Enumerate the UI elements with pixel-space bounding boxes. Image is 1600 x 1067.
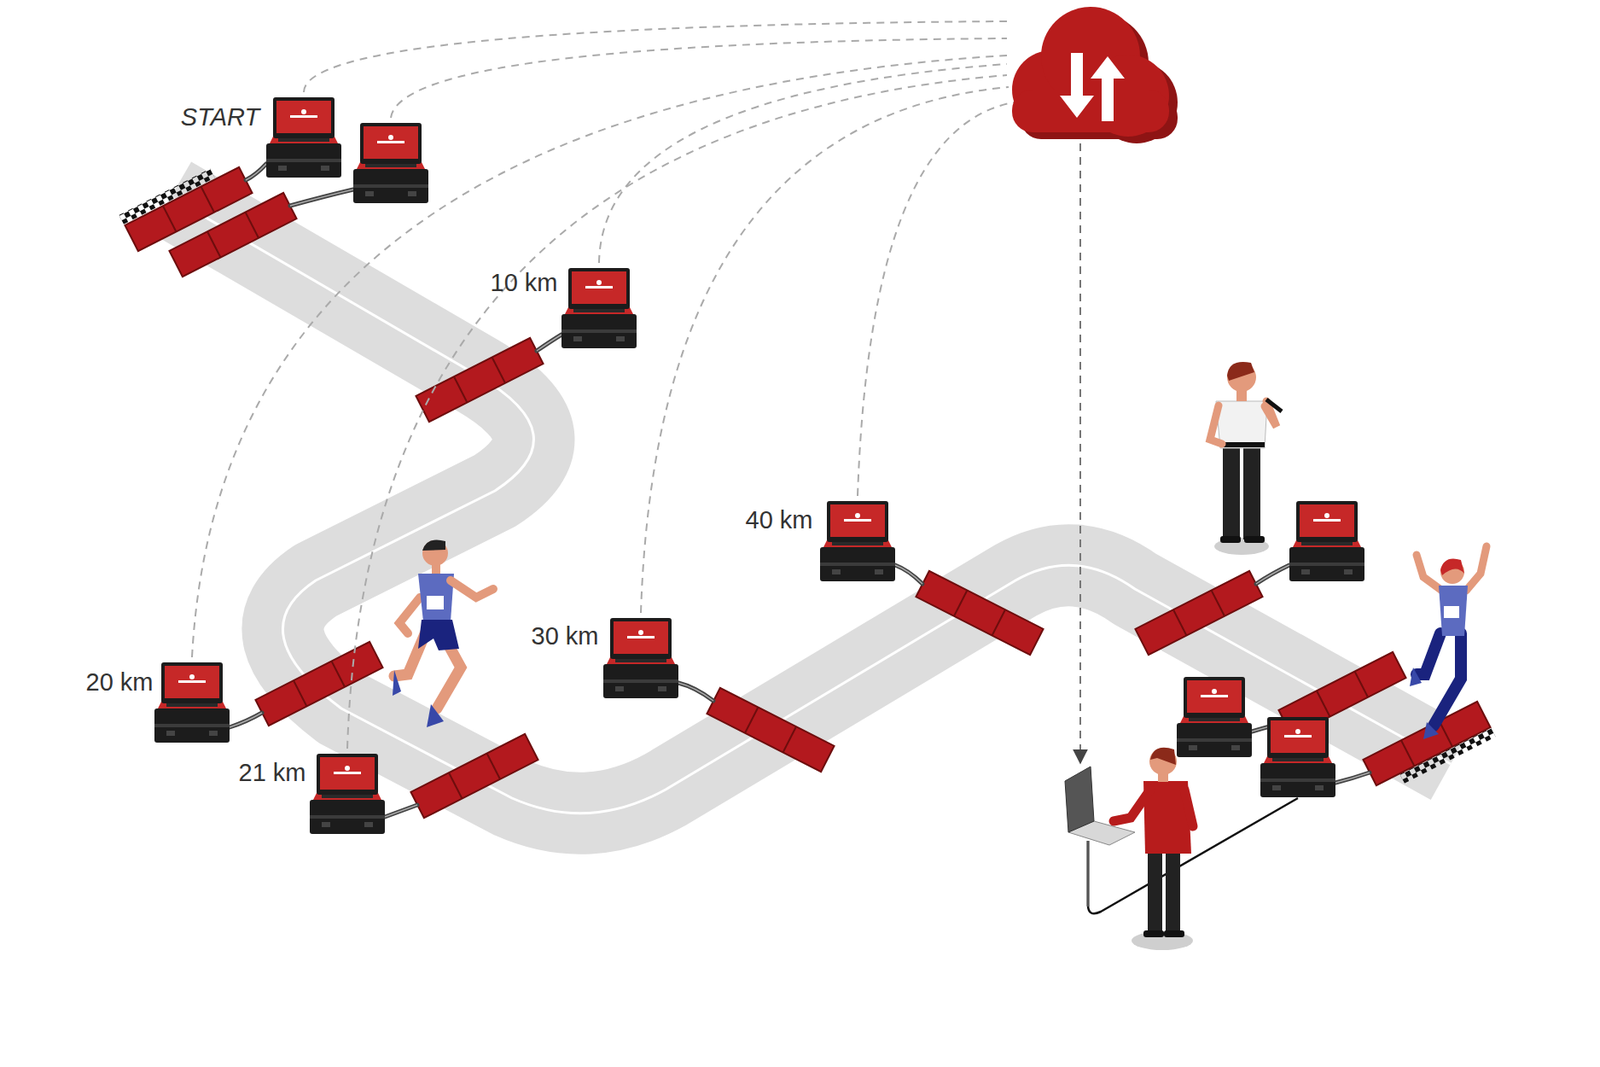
start-label: START [180,104,260,132]
timing-mats [124,167,1490,818]
operator-figure [1064,747,1193,950]
runner-figure [392,539,494,728]
cable-highlights [229,163,1370,817]
cloud-icon [1012,6,1178,144]
distance-label: 30 km [531,622,600,651]
distance-label: 21 km [238,759,307,787]
distance-label: 20 km [86,669,154,697]
cloud-to-laptop-arrow [1079,143,1082,762]
announcer-figure [1210,361,1282,555]
cloud-links [192,21,1014,749]
race-track [170,197,1451,814]
timing-boxes [154,97,1365,834]
distance-label: 40 km [745,506,814,535]
distance-label: 10 km [490,269,559,297]
track-lane-line [170,197,1451,814]
finisher-figure [1409,546,1487,739]
mat-cables [229,163,1370,817]
